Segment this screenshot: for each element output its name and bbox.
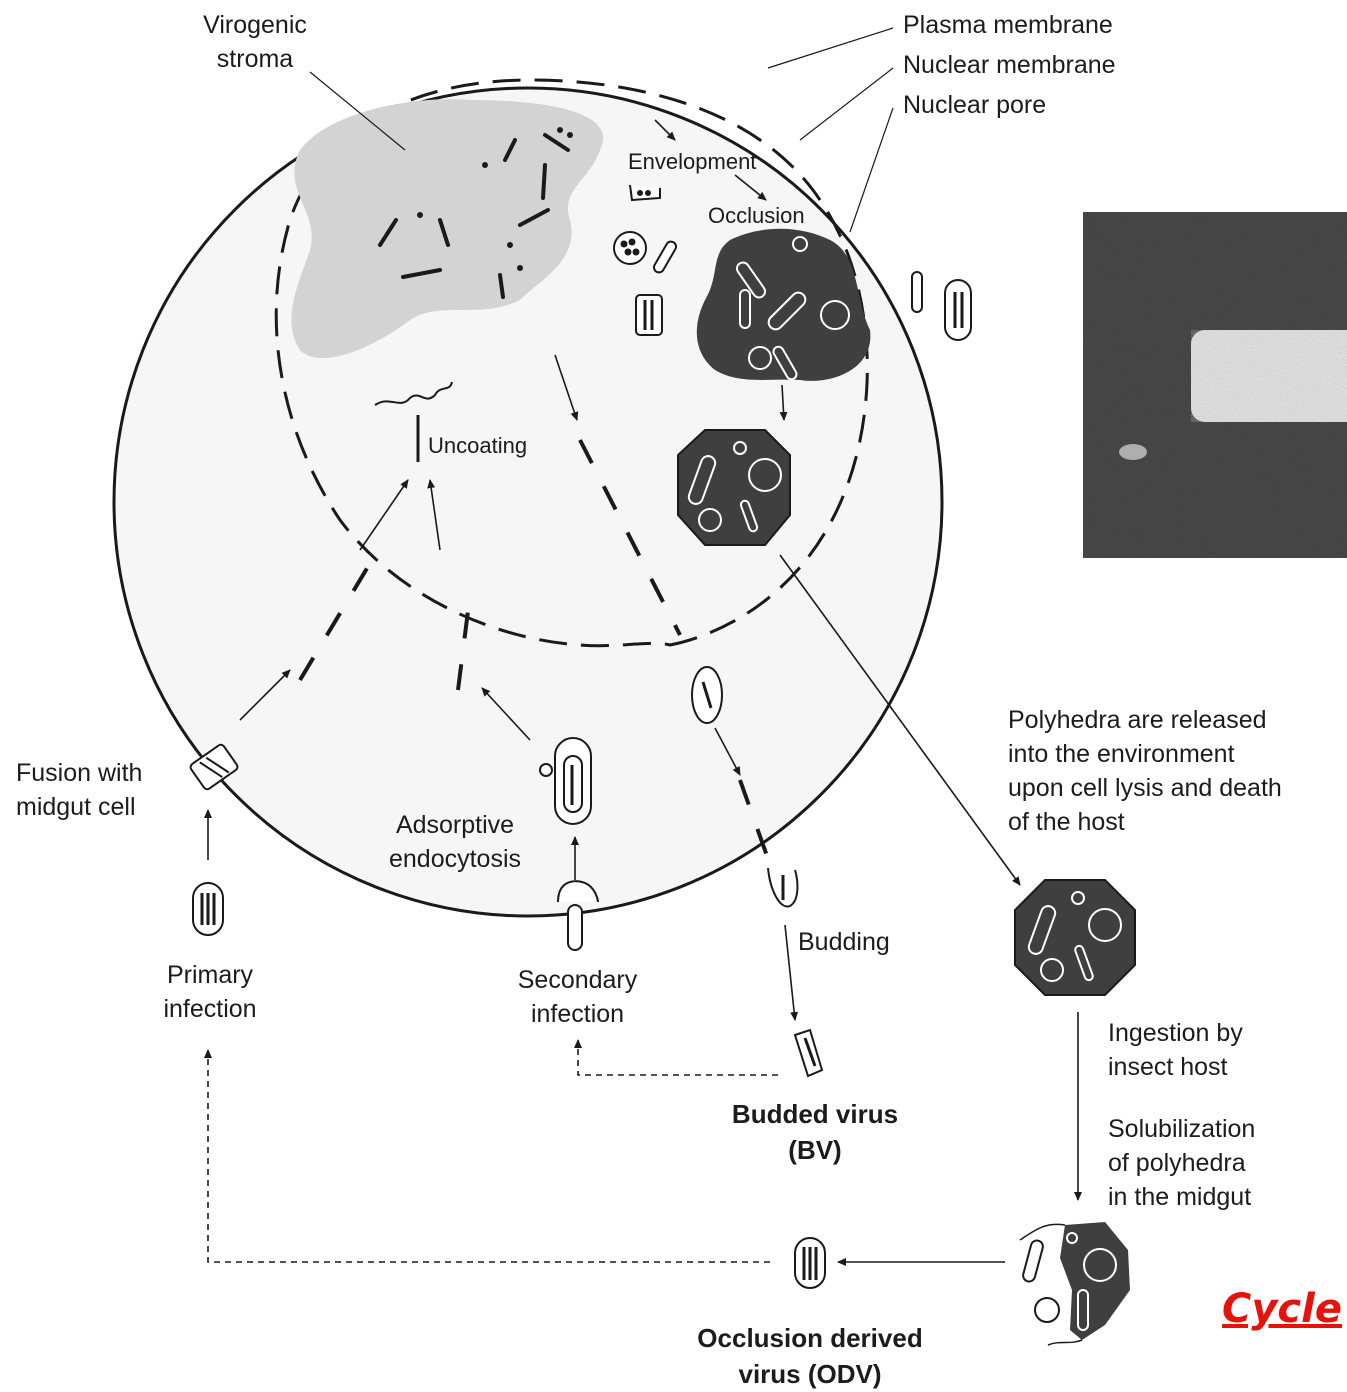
reinfection-loops bbox=[208, 1040, 778, 1262]
electron-micrograph bbox=[1083, 212, 1347, 558]
ingestion-label: Ingestion by insect host bbox=[1108, 1016, 1243, 1084]
odv-label: Occlusion derived virus (ODV) bbox=[660, 1320, 960, 1392]
envelopment-label: Envelopment bbox=[628, 148, 756, 176]
budded-virus bbox=[795, 1030, 822, 1076]
budding-label: Budding bbox=[798, 925, 890, 959]
fusion-label: Fusion with midgut cell bbox=[16, 756, 142, 824]
nuclear-membrane-label: Nuclear membrane bbox=[903, 48, 1116, 82]
released-polyhedron bbox=[1015, 880, 1135, 995]
uncoating-label: Uncoating bbox=[428, 432, 527, 460]
budding-site bbox=[768, 868, 797, 907]
odv-particle bbox=[795, 1238, 825, 1288]
secondary-infection-label: Secondary infection bbox=[490, 963, 665, 1031]
polyhedra-released-label: Polyhedra are released into the environm… bbox=[1008, 703, 1282, 839]
odv-particle-primary bbox=[193, 883, 223, 935]
solubilization-label: Solubilization of polyhedra in the midgu… bbox=[1108, 1112, 1255, 1214]
adsorptive-label: Adsorptive endocytosis bbox=[360, 808, 550, 876]
budded-virus-label: Budded virus (BV) bbox=[700, 1096, 930, 1168]
plasma-membrane-label: Plasma membrane bbox=[903, 8, 1113, 42]
occlusion-label: Occlusion bbox=[708, 202, 805, 230]
nuclear-pore-label: Nuclear pore bbox=[903, 88, 1046, 122]
virogenic-stroma-label: Virogenic stroma bbox=[175, 8, 335, 76]
solubilized-virions bbox=[1022, 1239, 1059, 1322]
cycle-label: Cycle bbox=[1222, 1286, 1342, 1332]
primary-infection-label: Primary infection bbox=[135, 958, 285, 1026]
